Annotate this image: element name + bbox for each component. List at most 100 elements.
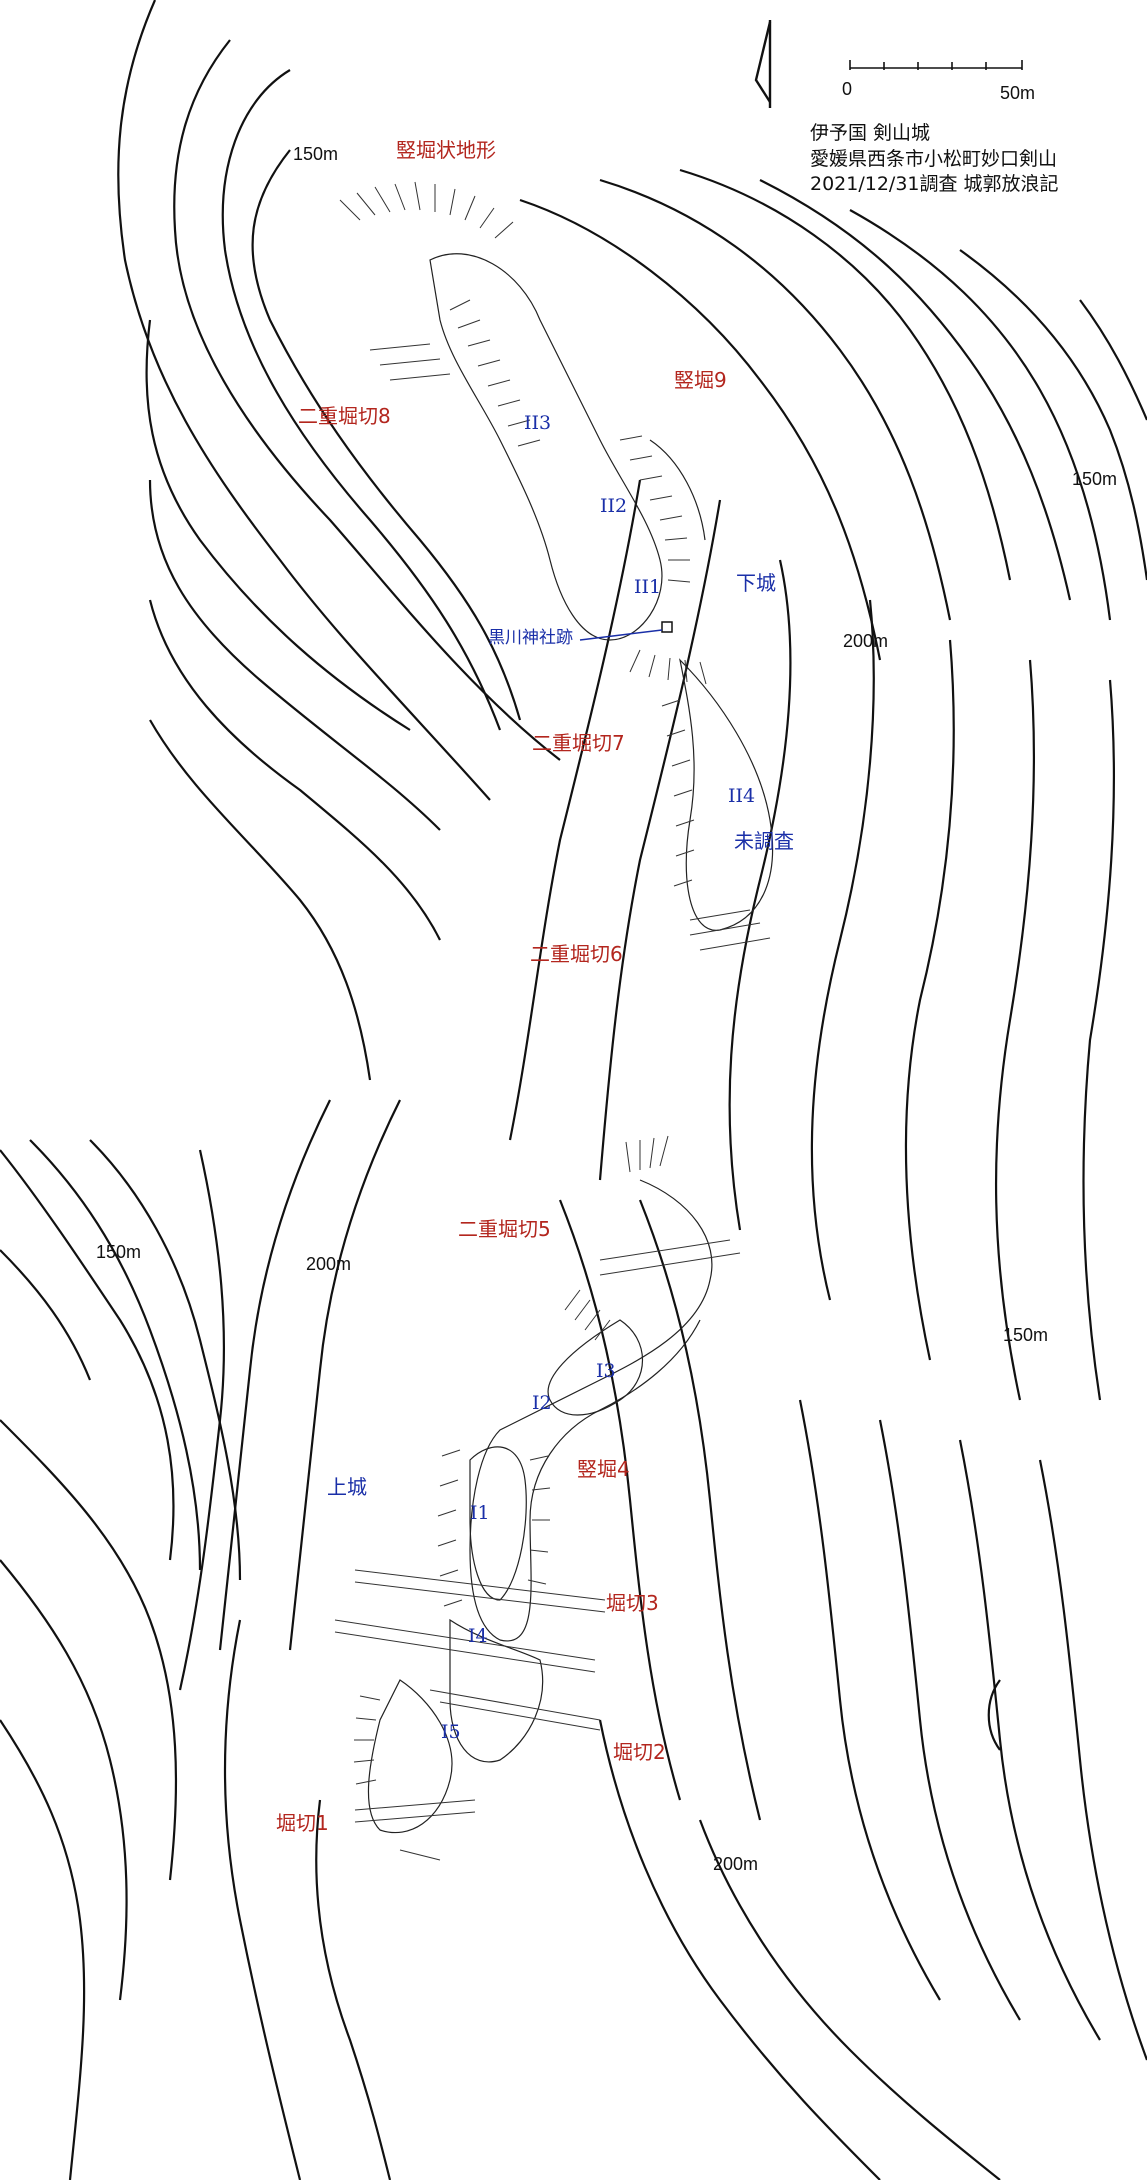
contour-line xyxy=(117,0,491,801)
hachure-group xyxy=(661,699,695,887)
shimojo-hachures xyxy=(339,181,771,951)
hachure-group xyxy=(437,1449,463,1607)
enclosure-outline xyxy=(649,439,706,541)
hachure-group xyxy=(629,649,707,685)
scale-bar xyxy=(849,60,1023,70)
contour-line xyxy=(958,1439,1101,2041)
contour-line xyxy=(251,149,522,721)
enclosure-i1: I1 xyxy=(470,1502,490,1524)
contour-line xyxy=(698,1819,1001,2180)
feature-kurokawa-shrine: 黒川神社跡 xyxy=(488,628,573,648)
hachure-group xyxy=(625,1135,669,1173)
contour-line xyxy=(0,1719,86,2180)
contour-line xyxy=(0,1419,178,1881)
contour-line xyxy=(849,209,1112,621)
enclosure-outline xyxy=(429,253,663,641)
feature-nijuu-horikiri-5: 二重堀切5 xyxy=(458,1217,551,1241)
contour-line xyxy=(1082,679,1116,1401)
contour-line xyxy=(994,659,1036,1401)
contour-label-150m: 150m xyxy=(1003,1325,1049,1345)
enclosure-outline xyxy=(469,1179,713,1642)
feature-horikiri-1: 堀切1 xyxy=(276,1811,329,1835)
map-title: 伊予国 剣山城 xyxy=(810,122,931,144)
feature-tatebori-9: 竪堀9 xyxy=(674,368,727,392)
feature-kamijo: 上城 xyxy=(327,1475,367,1499)
feature-nijuu-horikiri-7: 二重堀切7 xyxy=(532,731,625,755)
contour-label-200m: 200m xyxy=(843,631,889,651)
feature-nijuu-horikiri-6: 二重堀切6 xyxy=(530,942,623,966)
feature-horikiri-2: 堀切2 xyxy=(613,1740,666,1764)
feature-shimojo: 下城 xyxy=(736,571,776,595)
contour-line xyxy=(223,1619,302,2180)
enclosure-outline xyxy=(469,1446,527,1601)
contour-line xyxy=(798,1399,941,2001)
contour-line xyxy=(1038,1459,1147,2061)
contour-line xyxy=(0,1249,92,1381)
contour-line xyxy=(218,1099,331,1651)
contour-line xyxy=(598,1719,881,2180)
map-location: 愛媛県西条市小松町妙口剣山 xyxy=(810,148,1058,170)
feature-unsurveyed: 未調査 xyxy=(734,829,794,853)
north-arrow-head xyxy=(754,21,772,103)
contour-line xyxy=(759,179,1072,601)
contour-line xyxy=(178,1149,225,1691)
enclosure-ii1: II1 xyxy=(634,576,662,598)
map-survey-credit: 2021/12/31調査 城郭放浪記 xyxy=(810,173,1059,195)
contour-line xyxy=(173,39,561,761)
feature-horikiri-3: 堀切3 xyxy=(606,1591,659,1615)
contour-line xyxy=(728,559,792,1231)
enclosure-i5: I5 xyxy=(441,1721,461,1743)
shrine-marker xyxy=(661,621,673,633)
scale-zero-label: 0 xyxy=(842,79,853,99)
contour-label-200m: 200m xyxy=(713,1854,759,1874)
contour-label-150m: 150m xyxy=(96,1242,142,1262)
hachure-group xyxy=(354,1799,476,1861)
enclosure-ii2: II2 xyxy=(600,495,628,517)
kamijo-earthworks xyxy=(367,1179,713,1834)
shrine-leader-line xyxy=(579,629,663,641)
contour-line xyxy=(288,1099,401,1651)
hachure-group xyxy=(449,299,541,447)
north-arrow xyxy=(754,20,772,108)
contour-line xyxy=(221,69,502,731)
feature-nijuu-horikiri-8: 二重堀切8 xyxy=(298,404,391,428)
feature-tatebori-shape: 竪堀状地形 xyxy=(396,138,496,162)
contour-line xyxy=(679,168,1012,581)
contour-line xyxy=(0,1559,128,2001)
contour-line xyxy=(638,1199,762,1821)
enclosure-i2: I2 xyxy=(532,1392,552,1414)
hachure-group xyxy=(527,1455,551,1585)
shimojo-earthworks xyxy=(429,253,774,931)
enclosure-ii3: II3 xyxy=(524,412,552,434)
hachure-group xyxy=(339,181,514,239)
hachure-group xyxy=(353,1695,381,1785)
hachure-group xyxy=(689,909,771,951)
contour-line xyxy=(959,249,1147,581)
contour-line xyxy=(987,1679,1001,1751)
contour-line xyxy=(508,479,642,1141)
contour-line xyxy=(29,1139,202,1571)
contour-line xyxy=(519,198,882,661)
enclosure-outline xyxy=(367,1679,453,1834)
hachure-group xyxy=(334,1569,606,1731)
contour-line xyxy=(599,178,952,621)
contour-line xyxy=(315,1799,392,2180)
contour-line xyxy=(558,1199,682,1801)
hachure-group xyxy=(564,1289,611,1341)
hachure-group xyxy=(619,435,691,583)
enclosure-outline xyxy=(449,1618,544,1763)
feature-tatebori-4: 竪堀4 xyxy=(577,1457,630,1481)
contour-label-150m: 150m xyxy=(1072,469,1118,489)
contour-line xyxy=(149,719,372,1081)
contour-line xyxy=(1079,299,1147,421)
hachure-group xyxy=(369,343,451,381)
contour-line xyxy=(878,1419,1021,2021)
contour-label-200m: 200m xyxy=(306,1254,352,1274)
enclosure-outline xyxy=(547,1319,643,1416)
kamijo-hachures xyxy=(334,1135,741,1861)
contour-line xyxy=(145,319,411,731)
contour-line xyxy=(148,479,441,831)
contour-line xyxy=(904,639,955,1361)
